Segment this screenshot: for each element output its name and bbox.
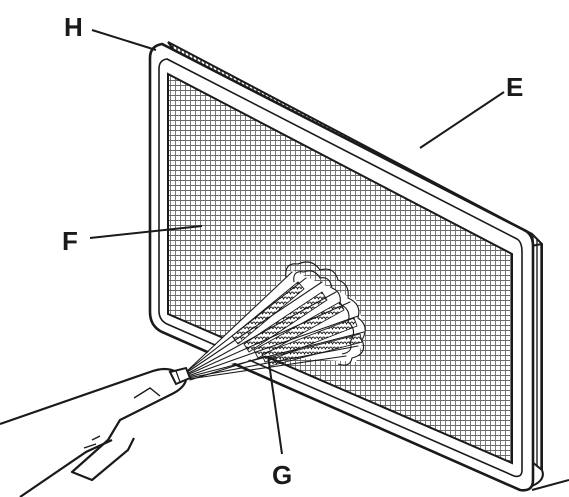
spray-nozzle-hand bbox=[0, 366, 192, 497]
leader-line-bottom bbox=[531, 479, 569, 491]
callout-h: H bbox=[64, 12, 83, 42]
leader-line-f bbox=[89, 225, 203, 239]
mesh-screen bbox=[167, 72, 513, 465]
leader-line-h bbox=[91, 29, 157, 51]
callout-f: F bbox=[62, 226, 78, 256]
leader-line-g bbox=[267, 355, 283, 455]
water-spray bbox=[185, 261, 366, 381]
callout-g: G bbox=[272, 460, 292, 490]
leader-line-e bbox=[419, 91, 505, 149]
callout-e: E bbox=[506, 72, 523, 102]
leader-lines bbox=[89, 29, 569, 491]
